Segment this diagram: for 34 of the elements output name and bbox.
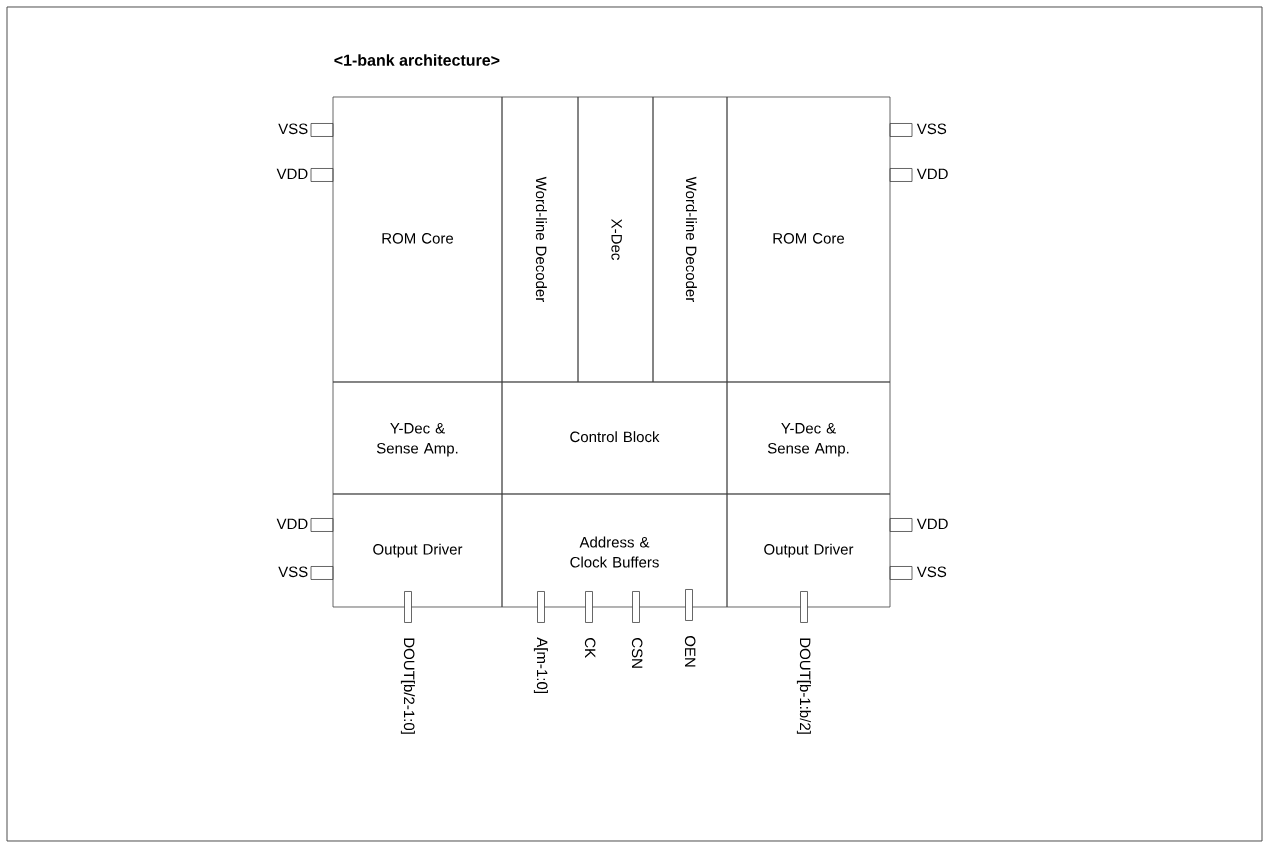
node-label: VSS <box>278 566 308 578</box>
block-cell: Y-Dec & Sense Amp. <box>726 381 891 495</box>
block-cell: Word-line Decoder <box>501 96 579 383</box>
pin: VSS <box>278 566 334 580</box>
block-cell: Word-line Decoder <box>652 96 728 383</box>
node-label: VDD <box>916 518 948 529</box>
pin: VDD <box>276 518 334 532</box>
block-cell: Address & Clock Buffers <box>501 493 728 608</box>
pin: VSS <box>889 566 947 580</box>
pin: VDD <box>889 168 948 182</box>
node-label: VDD <box>276 518 308 529</box>
block-cell: ROM Core <box>332 96 503 383</box>
node-label: DOUT[b/2-1:0] <box>400 638 415 734</box>
node-label: DOUT[b-1:b/2] <box>796 638 811 734</box>
block-cell: Control Block <box>501 381 728 495</box>
block-cell: Y-Dec & Sense Amp. <box>332 381 503 495</box>
node-label: VSS <box>278 123 308 135</box>
title: <1-bank architecture> <box>334 54 500 66</box>
node-label: OEN <box>684 636 696 667</box>
pin: VSS <box>889 123 947 137</box>
pin: VDD <box>276 168 334 182</box>
node-label: A[m-1:0] <box>533 637 548 693</box>
pin: VSS <box>278 123 334 137</box>
node-label: VSS <box>916 566 947 578</box>
pin: VDD <box>889 518 948 532</box>
node-label: CK <box>584 638 596 658</box>
node-label: VSS <box>916 123 947 135</box>
block-cell: X-Dec <box>577 96 654 383</box>
node-label: VDD <box>916 168 948 179</box>
node-label: CSN <box>631 638 643 668</box>
block-cell: Output Driver <box>726 493 891 608</box>
block-cell: Output Driver <box>332 493 503 608</box>
block-cell: ROM Core <box>726 96 891 383</box>
node-label: VDD <box>276 168 308 179</box>
